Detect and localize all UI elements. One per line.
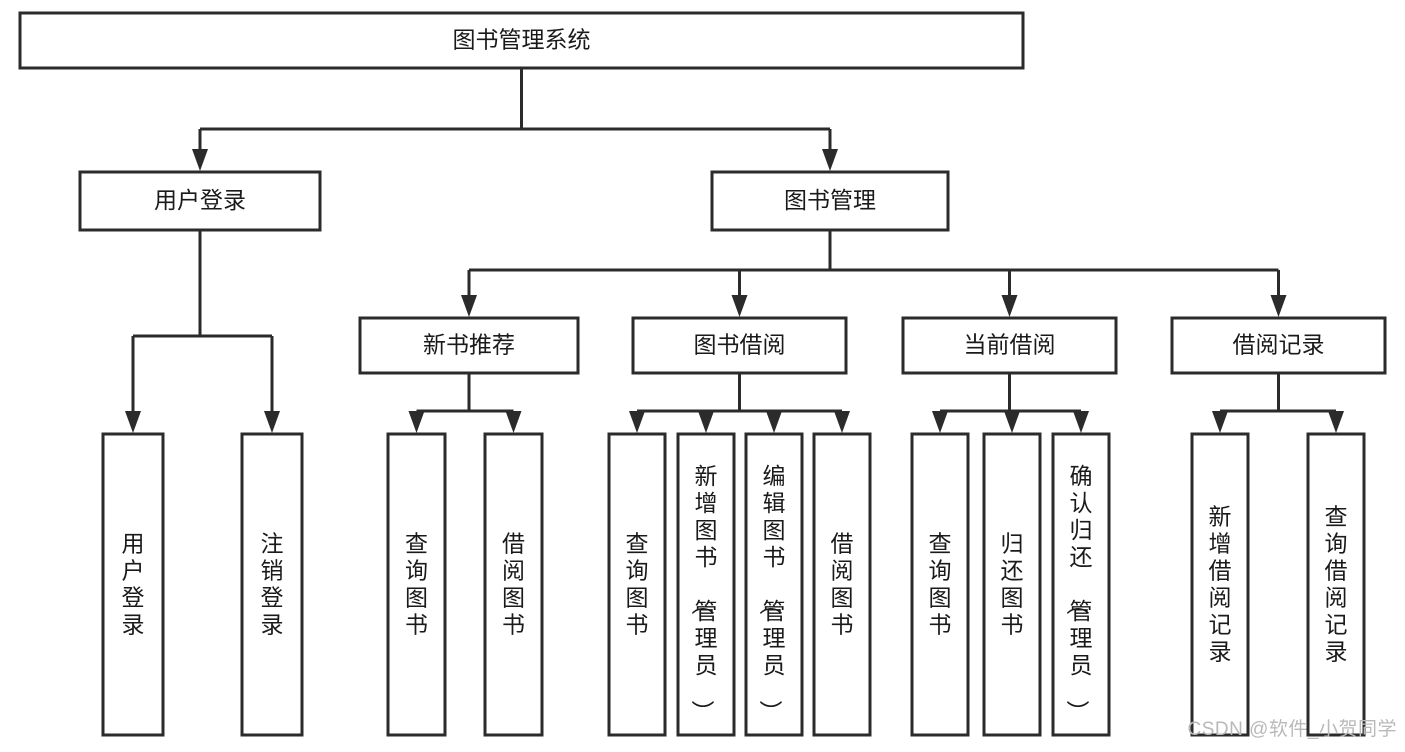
node-label-leaf-query-book-2: 查询图书 bbox=[626, 531, 649, 638]
node-box-leaf-borrow-book-1[interactable] bbox=[483, 432, 544, 737]
node-layer: 图书管理系统用户登录图书管理新书推荐图书借阅当前借阅借阅记录用户登录注销登录查询… bbox=[18, 11, 1387, 737]
node-box-borrow-record[interactable] bbox=[1170, 316, 1387, 375]
node-label-new-book-rec: 新书推荐 bbox=[423, 332, 515, 358]
node-label-leaf-query-record: 查询借阅记录 bbox=[1325, 504, 1348, 665]
node-box-book-borrow[interactable] bbox=[631, 316, 848, 375]
node-label-book-borrow: 图书借阅 bbox=[694, 332, 786, 358]
node-borrow-record[interactable]: 借阅记录 bbox=[1170, 316, 1387, 375]
node-leaf-query-record[interactable]: 查询借阅记录 bbox=[1306, 432, 1366, 737]
node-leaf-add-record[interactable]: 新增借阅记录 bbox=[1190, 432, 1250, 737]
node-leaf-query-book-3[interactable]: 查询图书 bbox=[910, 432, 970, 737]
node-current-borrow[interactable]: 当前借阅 bbox=[901, 316, 1118, 375]
connector-group-new_book_rec bbox=[408, 373, 522, 433]
node-label-leaf-borrow-book-2: 借阅图书 bbox=[831, 531, 854, 638]
node-box-leaf-query-record[interactable] bbox=[1306, 432, 1366, 737]
node-leaf-query-book-1[interactable]: 查询图书 bbox=[386, 432, 447, 737]
node-label-current-borrow: 当前借阅 bbox=[964, 332, 1056, 358]
node-leaf-borrow-book-2[interactable]: 借阅图书 bbox=[812, 432, 872, 737]
node-book-borrow[interactable]: 图书借阅 bbox=[631, 316, 848, 375]
node-label-leaf-confirm-return: 确认归还（管理员） bbox=[1065, 463, 1093, 723]
node-box-leaf-confirm-return[interactable] bbox=[1051, 432, 1111, 737]
node-box-leaf-query-book-1[interactable] bbox=[386, 432, 447, 737]
node-label-leaf-borrow-book-1: 借阅图书 bbox=[502, 531, 525, 638]
node-leaf-query-book-2[interactable]: 查询图书 bbox=[607, 432, 667, 737]
node-leaf-user-login[interactable]: 用户登录 bbox=[101, 432, 165, 737]
node-box-root[interactable] bbox=[18, 11, 1025, 70]
node-new-book-rec[interactable]: 新书推荐 bbox=[358, 316, 580, 375]
node-label-leaf-query-book-3: 查询图书 bbox=[929, 531, 952, 638]
node-box-new-book-rec[interactable] bbox=[358, 316, 580, 375]
node-leaf-confirm-return[interactable]: 确认归还（管理员） bbox=[1051, 432, 1111, 737]
connector-layer bbox=[125, 68, 1344, 433]
node-leaf-add-book[interactable]: 新增图书（管理员） bbox=[676, 432, 736, 737]
node-label-leaf-user-login: 用户登录 bbox=[122, 531, 145, 638]
connector-group-user_login bbox=[125, 230, 280, 433]
node-label-leaf-query-book-1: 查询图书 bbox=[405, 531, 428, 638]
connector-group-root bbox=[192, 68, 838, 171]
node-leaf-borrow-book-1[interactable]: 借阅图书 bbox=[483, 432, 544, 737]
node-box-leaf-edit-book[interactable] bbox=[744, 432, 804, 737]
node-box-current-borrow[interactable] bbox=[901, 316, 1118, 375]
node-box-leaf-logout[interactable] bbox=[240, 432, 304, 737]
node-box-book-manage[interactable] bbox=[710, 170, 950, 232]
node-box-leaf-return-book[interactable] bbox=[982, 432, 1042, 737]
connector-group-book_borrow bbox=[629, 373, 850, 433]
node-box-leaf-query-book-2[interactable] bbox=[607, 432, 667, 737]
node-leaf-logout[interactable]: 注销登录 bbox=[240, 432, 304, 737]
node-label-leaf-return-book: 归还图书 bbox=[1001, 531, 1024, 638]
node-root[interactable]: 图书管理系统 bbox=[18, 11, 1025, 70]
node-label-root: 图书管理系统 bbox=[453, 27, 591, 53]
node-book-manage[interactable]: 图书管理 bbox=[710, 170, 950, 232]
node-leaf-edit-book[interactable]: 编辑图书（管理员） bbox=[744, 432, 804, 737]
connector-group-book_manage bbox=[461, 230, 1287, 317]
node-box-user-login[interactable] bbox=[78, 170, 322, 232]
node-label-user-login: 用户登录 bbox=[154, 187, 246, 213]
node-label-book-manage: 图书管理 bbox=[784, 187, 876, 213]
node-label-leaf-logout: 注销登录 bbox=[261, 531, 284, 638]
node-box-leaf-borrow-book-2[interactable] bbox=[812, 432, 872, 737]
connector-group-current_borrow bbox=[932, 373, 1089, 433]
watermark-label: CSDN @软件_小贺同学 bbox=[1187, 719, 1397, 740]
connector-group-borrow_record bbox=[1212, 373, 1344, 433]
node-box-leaf-add-book[interactable] bbox=[676, 432, 736, 737]
node-label-leaf-add-book: 新增图书（管理员） bbox=[690, 463, 718, 723]
node-box-leaf-add-record[interactable] bbox=[1190, 432, 1250, 737]
node-label-borrow-record: 借阅记录 bbox=[1233, 332, 1325, 358]
node-box-leaf-user-login[interactable] bbox=[101, 432, 165, 737]
node-leaf-return-book[interactable]: 归还图书 bbox=[982, 432, 1042, 737]
node-user-login[interactable]: 用户登录 bbox=[78, 170, 322, 232]
node-box-leaf-query-book-3[interactable] bbox=[910, 432, 970, 737]
node-label-leaf-edit-book: 编辑图书（管理员） bbox=[758, 463, 786, 723]
node-label-leaf-add-record: 新增借阅记录 bbox=[1209, 504, 1232, 665]
